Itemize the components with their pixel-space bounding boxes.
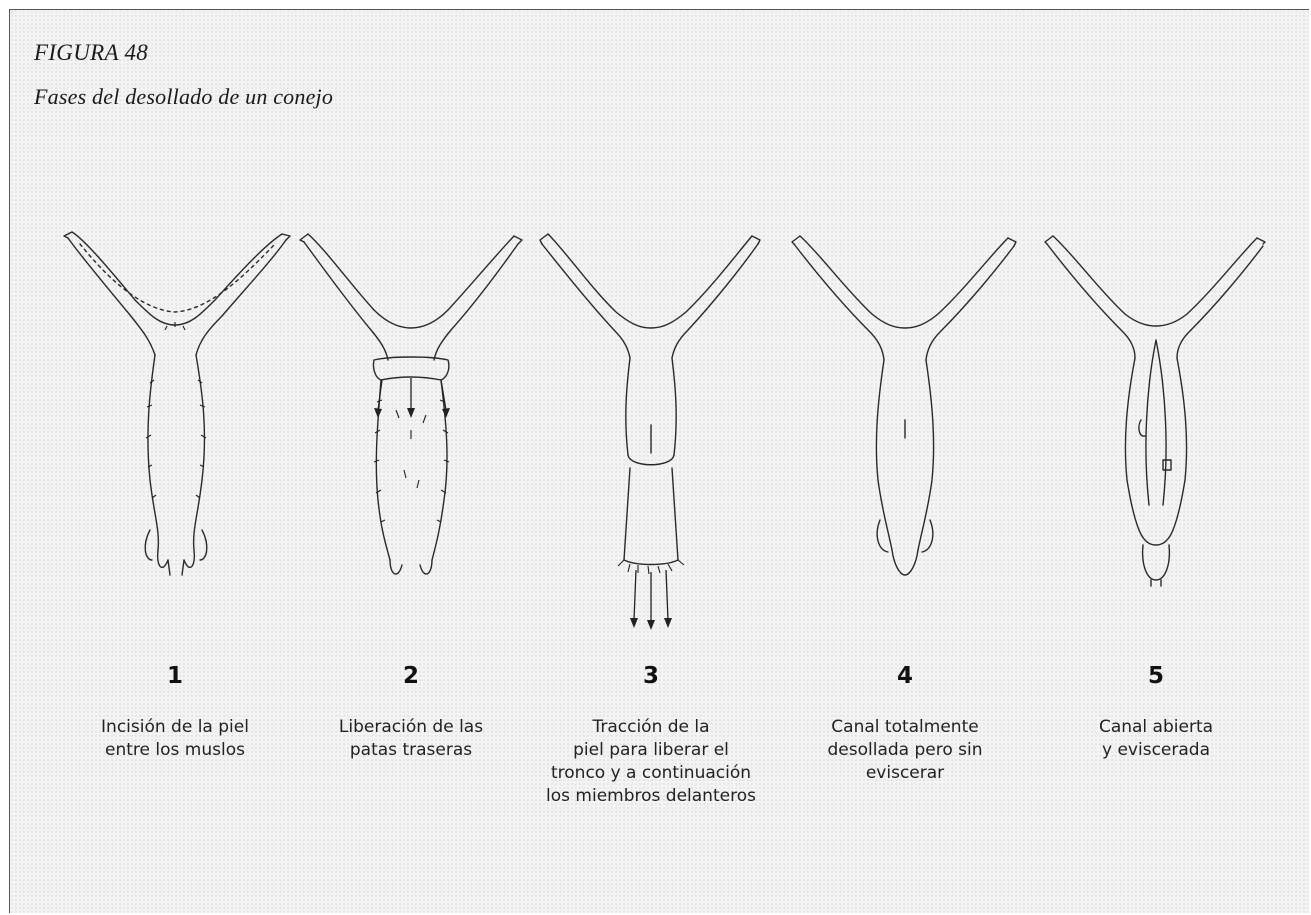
stage-description: Liberación de las patas traseras	[276, 716, 546, 762]
stage-description: Canal abierta y eviscerada	[1021, 716, 1291, 762]
rabbit-carcass-stage-2-illustration	[286, 230, 536, 650]
figure-caption: Fases del desollado de un conejo	[34, 84, 333, 110]
stage-number: 2	[286, 663, 536, 689]
rabbit-carcass-stage-3-illustration	[526, 230, 776, 650]
stage-number: 1	[50, 663, 300, 689]
rabbit-carcass-stage-1-illustration	[50, 230, 300, 650]
figure-frame: FIGURA 48 Fases del desollado de un cone…	[9, 9, 1309, 913]
stage-description: Canal totalmente desollada pero sin evis…	[770, 716, 1040, 785]
stage-description: Incisión de la piel entre los muslos	[40, 716, 310, 762]
stage-number: 4	[780, 663, 1030, 689]
figure-number: FIGURA 48	[34, 40, 148, 66]
rabbit-carcass-stage-5-illustration	[1031, 230, 1281, 650]
rabbit-carcass-stage-4-illustration	[780, 230, 1030, 650]
stage-description: Tracción de la piel para liberar el tron…	[516, 716, 786, 808]
stage-number: 3	[526, 663, 776, 689]
stage-number: 5	[1031, 663, 1281, 689]
